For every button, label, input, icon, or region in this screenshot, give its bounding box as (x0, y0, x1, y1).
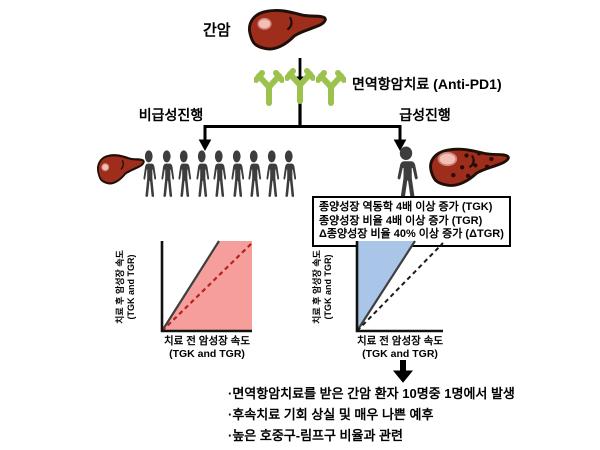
threshold-line (161, 240, 220, 332)
right-chart-xlabel: 치료 전 암성장 속도 (TGK and TGR) (356, 335, 444, 360)
antibody-3 (316, 66, 346, 106)
identity-line-dashed (161, 242, 253, 332)
bullet-2: ·후속치료 기회 상실 및 매우 나쁜 예후 (228, 407, 434, 422)
liver-left (94, 152, 146, 190)
chart-axes (160, 241, 252, 333)
tumor-spot-large (437, 151, 458, 167)
left-chart-ylabel: 치료 후 암성장 속도 (TGK and TGR) (115, 250, 136, 324)
threshold-line (356, 240, 416, 332)
patient-figure (263, 150, 281, 198)
patient-figure (158, 150, 176, 198)
patient-figure (245, 150, 263, 198)
tumor-spot (257, 17, 272, 30)
criteria-box: 종양성장 역동학 4배 이상 증가 (TGK) 종양성장 비율 4배 이상 증가… (312, 196, 511, 247)
branch-line (203, 125, 402, 142)
arrowhead-bold (392, 370, 414, 383)
right-chart-ylabel: 치료 후 암성장 속도 (TGK and TGR) (312, 250, 333, 324)
arrowhead-branch-right (393, 139, 407, 152)
antibody-1 (254, 66, 284, 106)
patient-group (140, 150, 298, 198)
patient-figure (210, 150, 228, 198)
shaded-region-pink (162, 241, 252, 331)
criteria-line-1: 종양성장 역동학 4배 이상 증가 (TGK) (319, 201, 493, 213)
liver-top (243, 6, 329, 58)
arrowhead-branch-left (198, 139, 212, 152)
right-chart (355, 240, 444, 333)
cancer-label: 간암 (203, 22, 231, 39)
summary-bullets: ·면역항암치료를 받은 간암 환자 10명중 1명에서 발생 ·후속치료 기회 … (228, 383, 515, 446)
chart-axes (355, 241, 443, 333)
therapy-label: 면역항암치료 (Anti-PD1) (352, 76, 502, 92)
criteria-line-2: 종양성장 비율 4배 이상 증가 (TGR) (319, 214, 483, 227)
tumor-spot (101, 163, 110, 172)
antibody-2 (285, 64, 315, 104)
branch-left-label: 비급성진행 (138, 107, 204, 123)
left-chart (160, 240, 253, 333)
patient-figure (228, 150, 246, 198)
criteria-line-3: Δ종양성장 비율 40% 이상 증가 (ΔTGR) (319, 228, 504, 240)
liver-right (424, 145, 512, 194)
patient-figure (140, 150, 158, 198)
left-chart-xlabel: 치료 전 암성장 속도 (TGK and TGR) (163, 335, 251, 360)
metastasis-dots (451, 151, 494, 178)
patient-figure (193, 150, 211, 198)
branch-right-label: 급성진행 (399, 107, 451, 123)
bullet-1: ·면역항암치료를 받은 간암 환자 10명중 1명에서 발생 (228, 386, 515, 401)
patient-single (392, 146, 420, 200)
patient-figure (280, 150, 298, 198)
patient-figure (175, 150, 193, 198)
bullet-3: ·높은 호중구-림프구 비율과 관련 (228, 428, 403, 443)
